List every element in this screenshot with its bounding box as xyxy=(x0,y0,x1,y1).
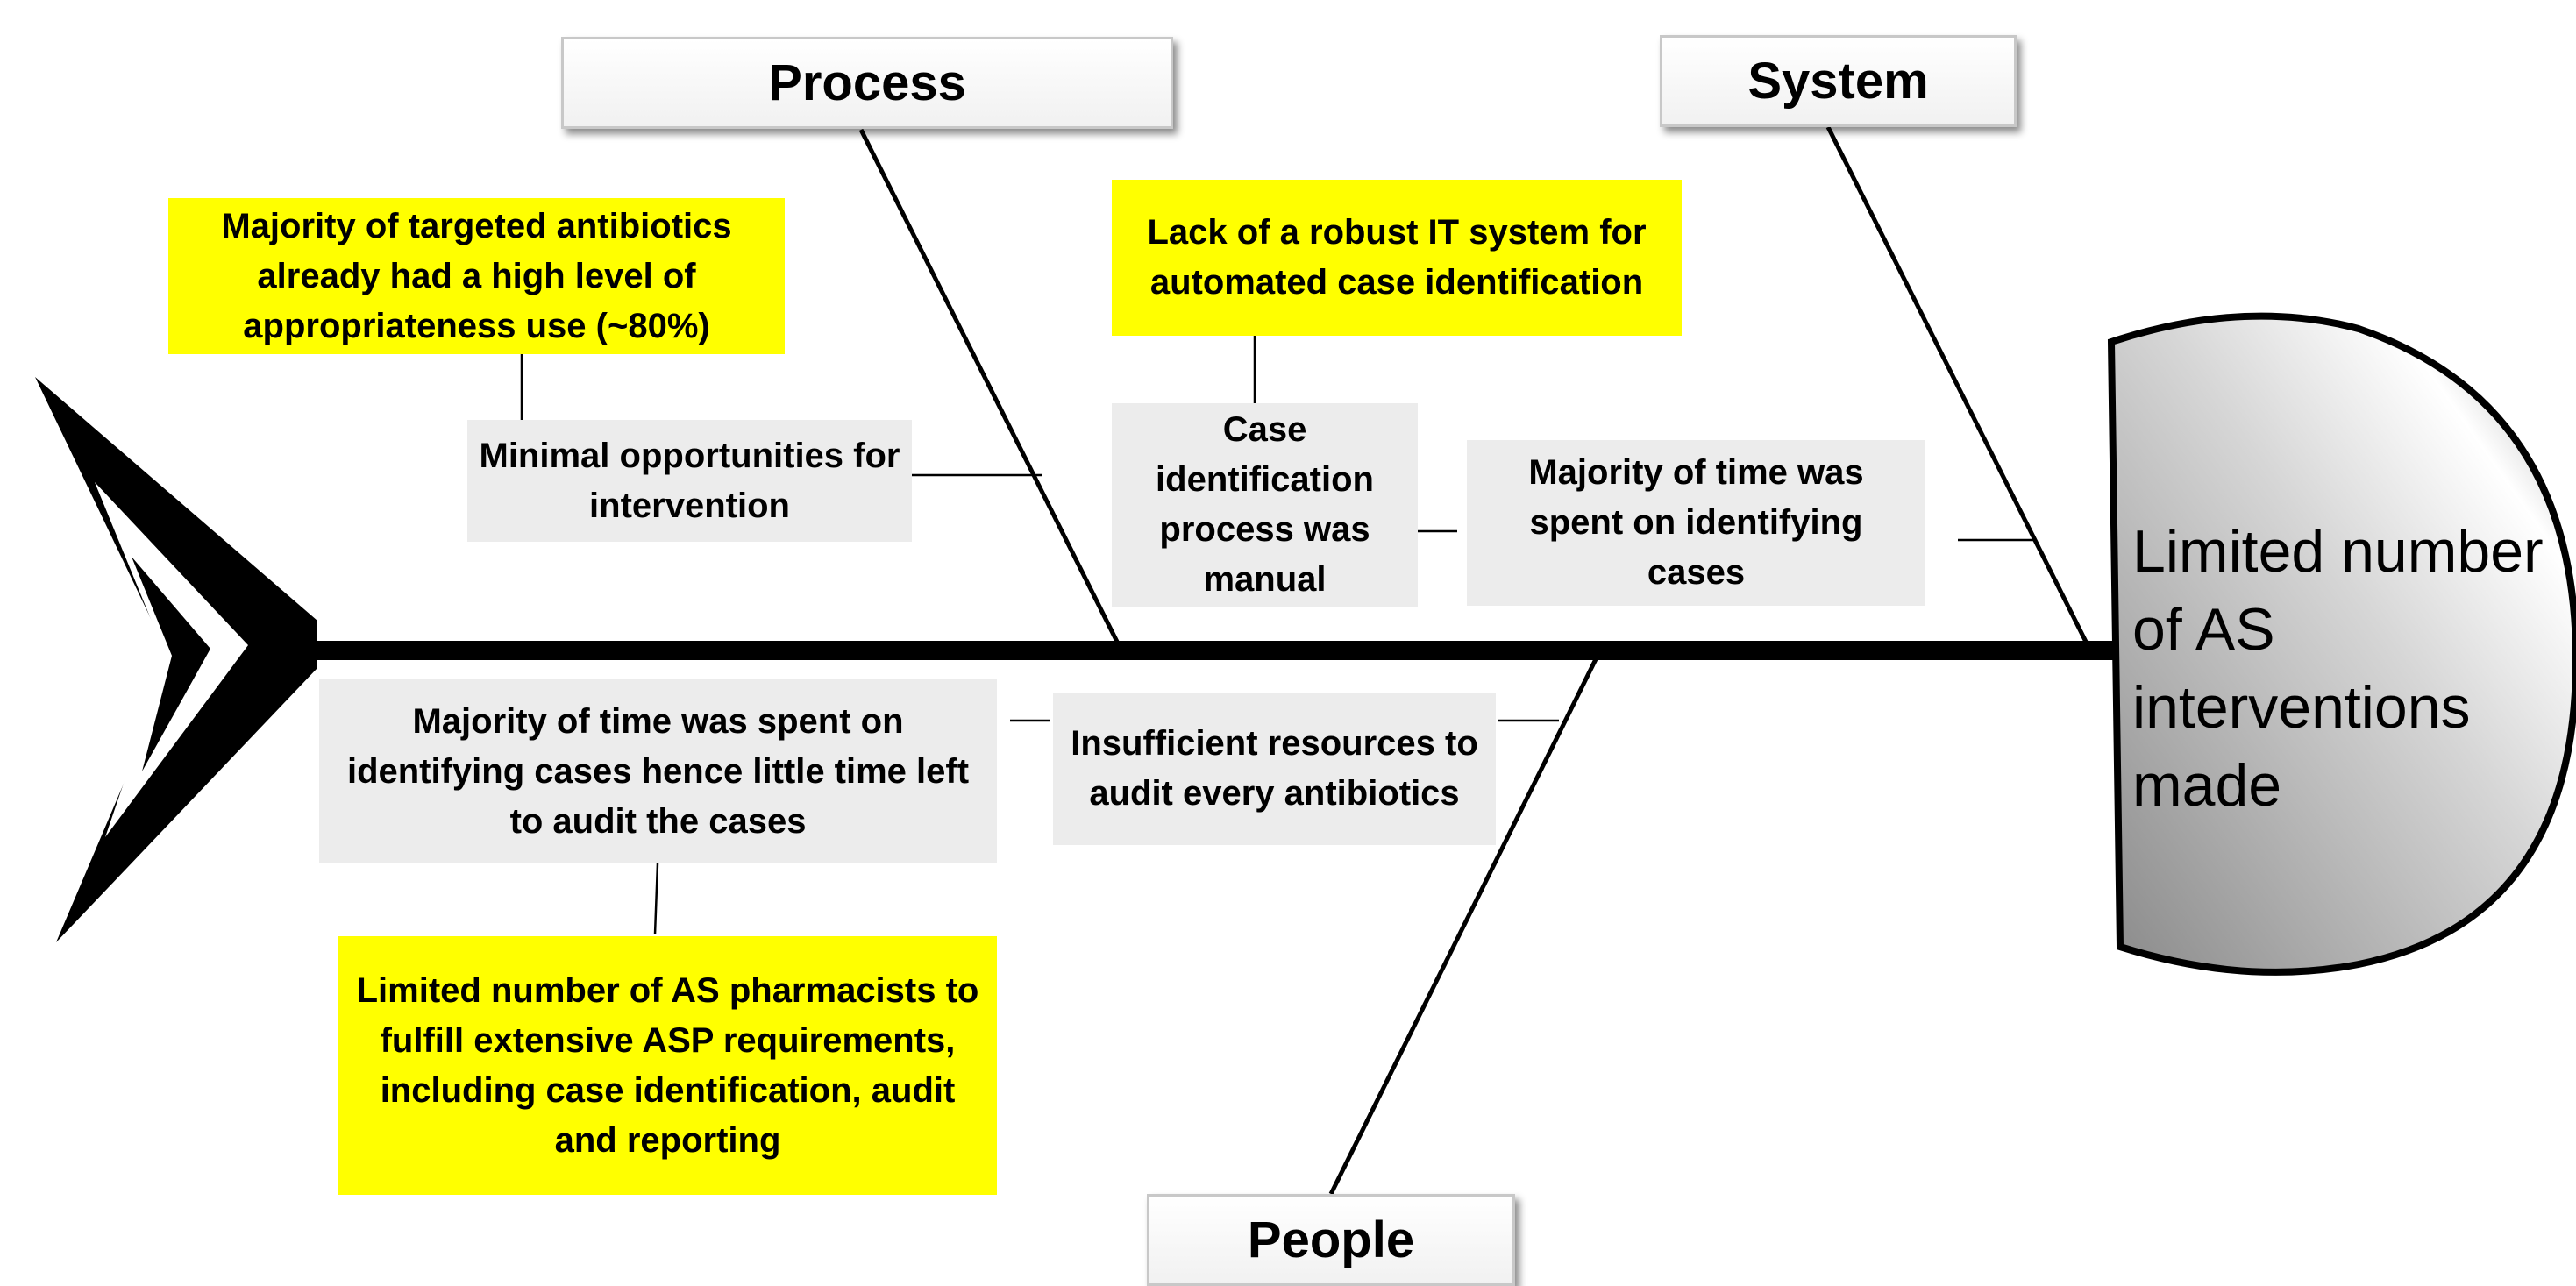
category-people: People xyxy=(1147,1194,1515,1286)
cause-little-time-audit: Majority of time was spent on identifyin… xyxy=(319,679,997,863)
cause-time-identifying: Majority of time was spent on identifyin… xyxy=(1467,440,1925,606)
cause-insufficient-resources: Insufficient resources to audit every an… xyxy=(1053,693,1496,845)
category-process: Process xyxy=(561,37,1173,129)
category-system: System xyxy=(1660,35,2017,127)
system-bone xyxy=(1825,125,2089,645)
people-bone xyxy=(1328,657,1598,1196)
cause-limited-pharmacists: Limited number of AS pharmacists to fulf… xyxy=(338,936,997,1195)
process-bone xyxy=(858,128,1121,645)
cause-manual-process: Case identification process was manual xyxy=(1112,403,1418,607)
fish-tail-icon xyxy=(35,377,317,942)
effect-label: Limited number of AS interventions made xyxy=(2132,518,2544,819)
fish-head-shape xyxy=(2107,312,2576,976)
connector-line xyxy=(653,863,659,935)
cause-minimal-opportunities: Minimal opportunities for intervention xyxy=(467,420,912,542)
cause-targeted-antibiotics: Majority of targeted antibiotics already… xyxy=(168,198,785,354)
cause-lack-it-system: Lack of a robust IT system for automated… xyxy=(1112,180,1682,336)
